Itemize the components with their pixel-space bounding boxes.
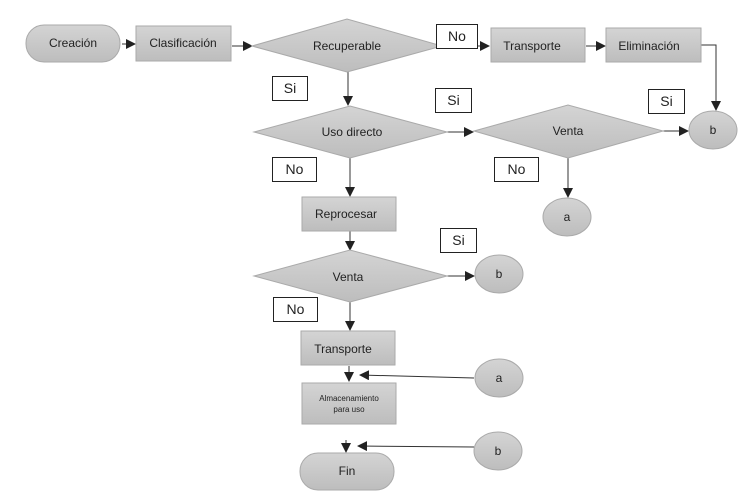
label-si-recuperable: Si: [272, 76, 308, 101]
node-almacenamiento: Almacenamiento para uso: [301, 382, 397, 425]
node-venta-mid: Venta: [252, 249, 449, 303]
connector-a-bottom-label: a: [496, 371, 503, 385]
connector-b-top: b: [688, 110, 738, 150]
node-eliminacion: Eliminación: [605, 27, 702, 63]
node-venta-right: Venta: [472, 104, 665, 159]
node-clasificacion: Clasificación: [135, 25, 232, 62]
connector-b-bottom: b: [473, 431, 523, 471]
node-venta-right-label: Venta: [553, 124, 584, 138]
node-recuperable: Recuperable: [250, 18, 444, 73]
node-almacenamiento-label-line2: para uso: [333, 405, 365, 414]
node-transporte-top-label: Transporte: [503, 39, 561, 53]
connector-b-bottom-label: b: [495, 444, 502, 458]
node-transporte-bottom-label: Transporte: [314, 342, 372, 356]
connector-a-mid: a: [542, 197, 592, 237]
node-transporte-top: Transporte: [490, 27, 586, 63]
node-uso-directo: Uso directo: [252, 105, 449, 159]
connector-a-bottom: a: [474, 358, 524, 398]
connector-b-top-label: b: [710, 123, 717, 137]
node-recuperable-label: Recuperable: [313, 39, 381, 53]
node-fin-label: Fin: [339, 464, 356, 478]
label-si-venta-right: Si: [648, 89, 685, 114]
arrow-a-almacenamiento: [359, 370, 475, 381]
arrow-b-fin: [357, 441, 475, 452]
connector-b-mid: b: [474, 254, 524, 294]
node-creacion-label: Creación: [49, 36, 97, 50]
connector-a-mid-label: a: [564, 210, 571, 224]
node-uso-directo-label: Uso directo: [322, 125, 383, 139]
label-no-uso-directo: No: [272, 157, 317, 182]
node-reprocesar: Reprocesar: [301, 196, 397, 232]
label-si-uso-directo: Si: [435, 88, 472, 113]
node-clasificacion-label: Clasificación: [149, 36, 216, 50]
node-creacion: Creación: [25, 24, 121, 63]
node-transporte-bottom: Transporte: [300, 330, 396, 366]
node-venta-mid-label: Venta: [333, 270, 364, 284]
node-eliminacion-label: Eliminación: [618, 39, 679, 53]
arrow-eliminacion-b: [701, 44, 721, 111]
connector-b-mid-label: b: [496, 267, 503, 281]
label-no-venta-right: No: [494, 157, 539, 182]
label-no-recuperable: No: [436, 24, 478, 49]
node-fin: Fin: [299, 452, 395, 491]
node-almacenamiento-label-line1: Almacenamiento: [319, 394, 379, 403]
label-si-venta-mid: Si: [440, 228, 477, 253]
node-reprocesar-label: Reprocesar: [315, 207, 377, 221]
connectors: [122, 39, 721, 453]
label-no-venta-mid: No: [273, 297, 318, 322]
